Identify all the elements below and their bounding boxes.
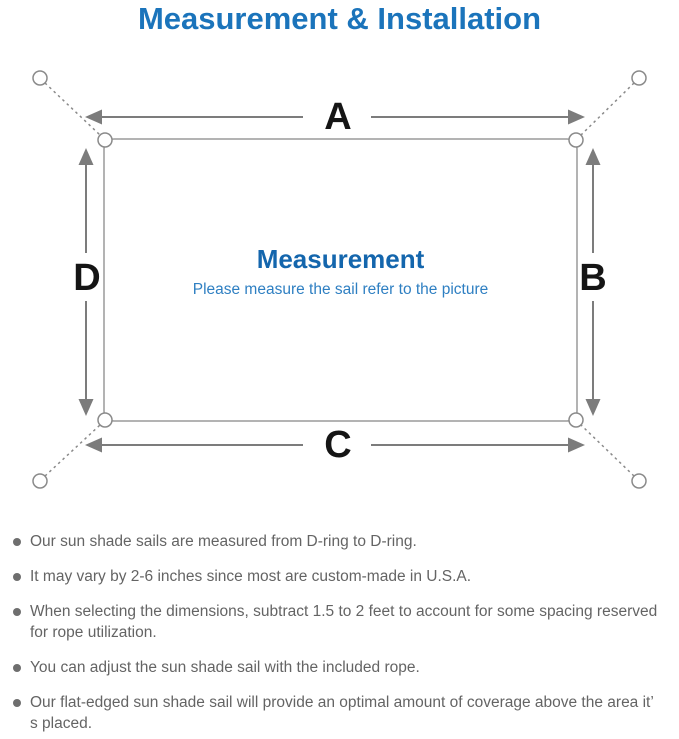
bullet-icon bbox=[13, 538, 21, 546]
note-text: You can adjust the sun shade sail with t… bbox=[30, 659, 420, 676]
d-ring-top-right bbox=[568, 132, 584, 148]
note-text: It may vary by 2-6 inches since most are… bbox=[30, 568, 472, 585]
bullet-icon bbox=[13, 573, 21, 581]
anchor-point-top-left bbox=[32, 70, 48, 86]
list-item: Our flat-edged sun shade sail will provi… bbox=[13, 692, 673, 734]
notes-list: Our sun shade sails are measured from D-… bbox=[13, 531, 673, 739]
arrowhead-right-icon bbox=[568, 437, 585, 453]
d-ring-bottom-left bbox=[97, 412, 113, 428]
anchor-point-bottom-left bbox=[32, 473, 48, 489]
dimension-label-d: D bbox=[73, 257, 100, 299]
arrowhead-down-icon bbox=[585, 399, 601, 416]
arrowhead-up-icon bbox=[78, 148, 94, 165]
arrowhead-left-icon bbox=[85, 437, 102, 453]
measurement-subtitle: Please measure the sail refer to the pic… bbox=[192, 281, 489, 298]
sail-center-text: Measurement Please measure the sail refe… bbox=[104, 244, 577, 299]
list-item: Our sun shade sails are measured from D-… bbox=[13, 531, 673, 552]
arrowhead-left-icon bbox=[85, 109, 102, 125]
dimension-arrow-c: C bbox=[85, 424, 585, 466]
list-item: It may vary by 2-6 inches since most are… bbox=[13, 566, 673, 587]
dimension-arrow-d: D bbox=[73, 148, 101, 416]
sail-rectangle bbox=[103, 138, 578, 422]
anchor-points bbox=[32, 70, 647, 489]
list-item: When selecting the dimensions, subtract … bbox=[13, 601, 673, 643]
bullet-icon bbox=[13, 664, 21, 672]
arrowhead-down-icon bbox=[78, 399, 94, 416]
page-title: Measurement & Installation bbox=[137, 1, 542, 36]
note-text: Our flat-edged sun shade sail will provi… bbox=[30, 694, 654, 732]
rope-line-top-right bbox=[580, 82, 635, 136]
measurement-heading: Measurement bbox=[256, 244, 425, 274]
rope-line-bottom-left bbox=[44, 424, 101, 477]
d-ring-bottom-right bbox=[568, 412, 584, 428]
bullet-icon bbox=[13, 608, 21, 616]
rope-line-top-left bbox=[44, 82, 101, 136]
arrowhead-up-icon bbox=[585, 148, 601, 165]
arrowhead-right-icon bbox=[568, 109, 585, 125]
anchor-point-top-right bbox=[631, 70, 647, 86]
note-text: Our sun shade sails are measured from D-… bbox=[30, 533, 417, 550]
d-rings bbox=[97, 132, 584, 428]
list-item: You can adjust the sun shade sail with t… bbox=[13, 657, 673, 678]
dimension-arrow-a: A bbox=[85, 96, 585, 138]
d-ring-top-left bbox=[97, 132, 113, 148]
note-text: When selecting the dimensions, subtract … bbox=[30, 603, 658, 641]
dimension-label-b: B bbox=[579, 257, 606, 299]
dimension-label-c: C bbox=[324, 424, 351, 466]
rope-line-bottom-right bbox=[580, 424, 635, 477]
rope-dashed-lines bbox=[44, 82, 635, 477]
anchor-point-bottom-right bbox=[631, 473, 647, 489]
bullet-icon bbox=[13, 699, 21, 707]
dimension-label-a: A bbox=[324, 96, 351, 138]
dimension-arrow-b: B bbox=[579, 148, 607, 416]
